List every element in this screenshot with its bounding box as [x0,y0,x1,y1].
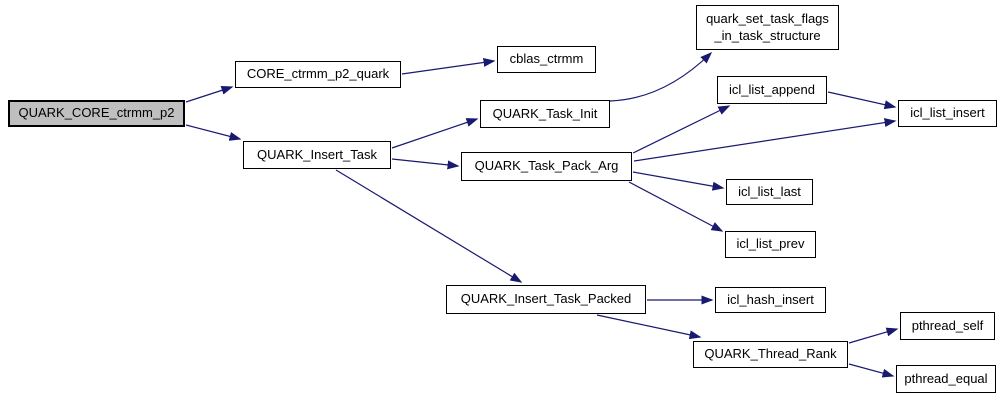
node-icl-list-last[interactable]: icl_list_last [726,179,813,205]
edge-quark-task-pack-arg-to-icl-list-insert [633,118,897,162]
edge-quark-insert-task-to-quark-task-init [391,118,479,149]
edge-group [185,51,899,378]
edge-quark-thread-rank-to-pthread-equal [848,363,895,378]
edge-quark-insert-task-to-quark-insert-task-packed [335,169,523,283]
edge-quark-insert-task-to-quark-task-pack-arg [391,158,460,170]
edge-quark-insert-task-packed-to-quark-thread-rank [596,314,702,340]
node-cblas-ctrmm[interactable]: cblas_ctrmm [497,46,596,73]
node-quark-core-ctrmm-p2[interactable]: QUARK_CORE_ctrmm_p2 [8,100,185,127]
node-quark-task-init[interactable]: QUARK_Task_Init [480,100,610,128]
edge-quark-thread-rank-to-pthread-self [848,327,899,344]
edge-quark-core-ctrmm-p2-to-core-ctrmm-p2-quark [185,85,234,103]
node-pthread-equal[interactable]: pthread_equal [896,365,996,393]
edge-core-ctrmm-p2-quark-to-cblas-ctrmm [401,58,496,75]
edge-quark-task-pack-arg-to-icl-list-prev [628,181,724,232]
node-quark-set-task-flags-in-task-structure[interactable]: quark_set_task_flags _in_task_structure [696,5,839,50]
node-icl-list-prev[interactable]: icl_list_prev [725,231,816,258]
node-icl-hash-insert[interactable]: icl_hash_insert [715,287,826,313]
node-icl-list-append[interactable]: icl_list_append [717,76,827,104]
node-quark-thread-rank[interactable]: QUARK_Thread_Rank [693,341,848,368]
edge-quark-task-pack-arg-to-icl-list-append [632,105,731,154]
node-quark-task-pack-arg[interactable]: QUARK_Task_Pack_Arg [461,152,632,181]
edge-icl-list-append-to-icl-list-insert [827,91,897,110]
node-pthread-self[interactable]: pthread_self [900,312,995,340]
edge-quark-task-init-to-quark-set-task-flags-in-task-structure [609,51,713,102]
edge-quark-task-pack-arg-to-icl-list-last [632,171,725,191]
node-quark-insert-task[interactable]: QUARK_Insert_Task [243,141,391,169]
node-icl-list-insert[interactable]: icl_list_insert [898,100,997,127]
edge-quark-core-ctrmm-p2-to-quark-insert-task [185,124,242,141]
node-core-ctrmm-p2-quark[interactable]: CORE_ctrmm_p2_quark [235,61,401,88]
node-quark-insert-task-packed[interactable]: QUARK_Insert_Task_Packed [446,285,646,314]
